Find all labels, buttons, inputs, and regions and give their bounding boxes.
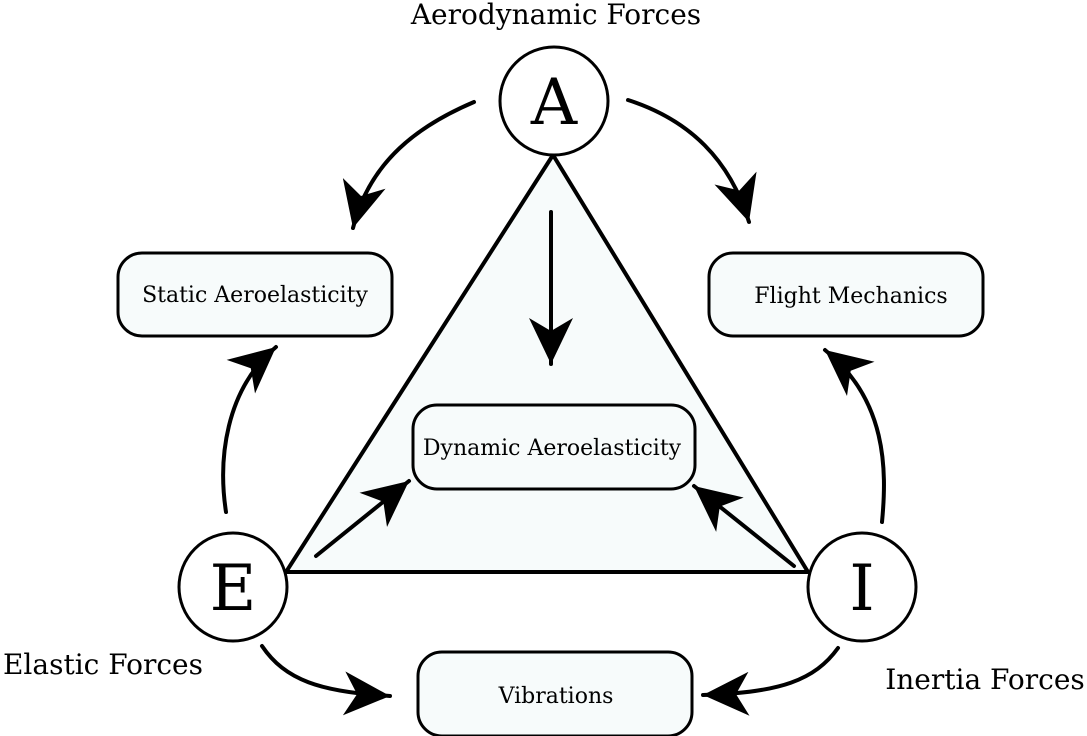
node-e-letter: E <box>210 552 257 626</box>
arrow-e-to-vibrations <box>260 644 392 716</box>
arrow-i-to-flight <box>823 348 886 524</box>
vibrations-label: Vibrations <box>498 684 614 709</box>
force-triangle <box>282 151 812 574</box>
dynamic-aeroelasticity-box: Dynamic Aeroelasticity <box>411 403 697 491</box>
arrow-i-to-vibrations <box>701 646 840 716</box>
flight-mechanics-label: Flight Mechanics <box>754 284 947 309</box>
arrow-i-to-dynamic <box>692 484 796 568</box>
vibrations-box: Vibrations <box>416 650 694 736</box>
arrow-a-to-static <box>342 100 476 230</box>
node-i-letter: I <box>849 552 874 626</box>
static-aeroelasticity-box: Static Aeroelasticity <box>116 251 394 338</box>
inertia-forces-label: Inertia Forces <box>885 663 1085 696</box>
node-e: E <box>177 531 289 643</box>
node-a: A <box>498 45 610 157</box>
node-a-letter: A <box>530 66 578 140</box>
flight-mechanics-box: Flight Mechanics <box>707 251 985 338</box>
arrow-a-to-flight <box>626 98 757 224</box>
dynamic-aeroelasticity-label: Dynamic Aeroelasticity <box>423 436 682 461</box>
arrow-e-to-dynamic <box>314 479 411 558</box>
elastic-forces-label: Elastic Forces <box>3 648 203 681</box>
node-i: I <box>806 531 918 643</box>
static-aeroelasticity-label: Static Aeroelasticity <box>142 283 368 308</box>
aerodynamic-forces-label: Aerodynamic Forces <box>410 0 701 31</box>
arrow-e-to-static <box>221 345 278 514</box>
